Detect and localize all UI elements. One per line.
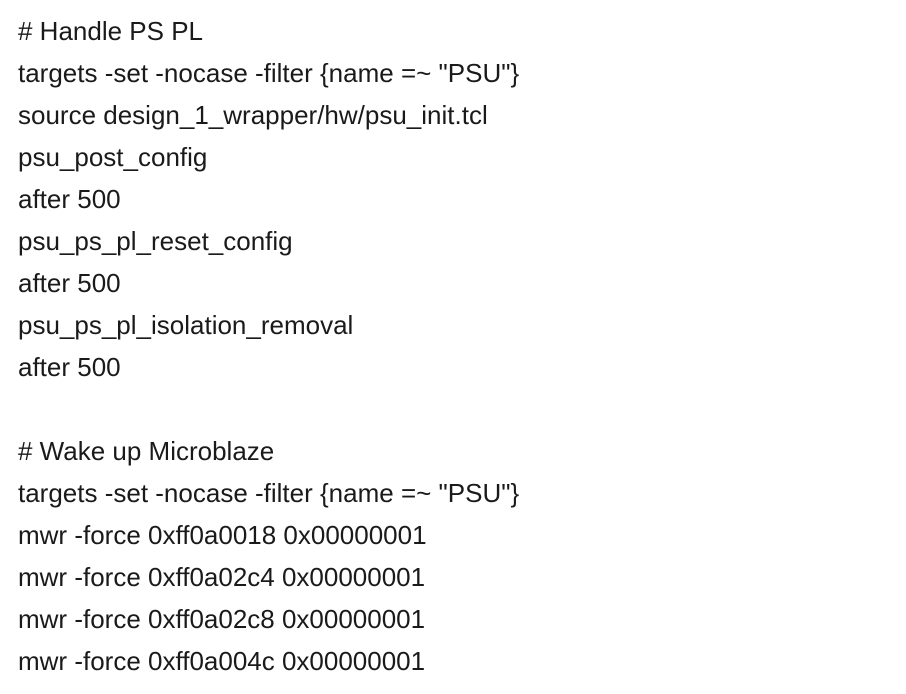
comment-wake-up-microblaze: # Wake up Microblaze <box>18 436 275 466</box>
code-line: mwr -force 0xff0a02c8 0x00000001 <box>18 604 426 634</box>
code-line: source design_1_wrapper/hw/psu_init.tcl <box>18 100 488 130</box>
code-line: targets -set -nocase -filter {name =~ "P… <box>18 478 520 508</box>
code-line: psu_ps_pl_isolation_removal <box>18 310 354 340</box>
code-line: targets -set -nocase -filter {name =~ "P… <box>18 58 520 88</box>
blank-line <box>18 388 519 430</box>
code-line: mwr -force 0xff0a004c 0x00000001 <box>18 646 426 676</box>
code-line: after 500 <box>18 184 121 214</box>
code-line: psu_ps_pl_reset_config <box>18 226 293 256</box>
code-line: psu_post_config <box>18 142 208 172</box>
code-line: mwr -force 0xff0a0018 0x00000001 <box>18 520 427 550</box>
comment-handle-ps-pl: # Handle PS PL <box>18 16 204 46</box>
code-line: after 500 <box>18 268 121 298</box>
script-document: # Handle PS PL targets -set -nocase -fil… <box>18 10 519 682</box>
code-line: mwr -force 0xff0a02c4 0x00000001 <box>18 562 426 592</box>
code-line: after 500 <box>18 352 121 382</box>
